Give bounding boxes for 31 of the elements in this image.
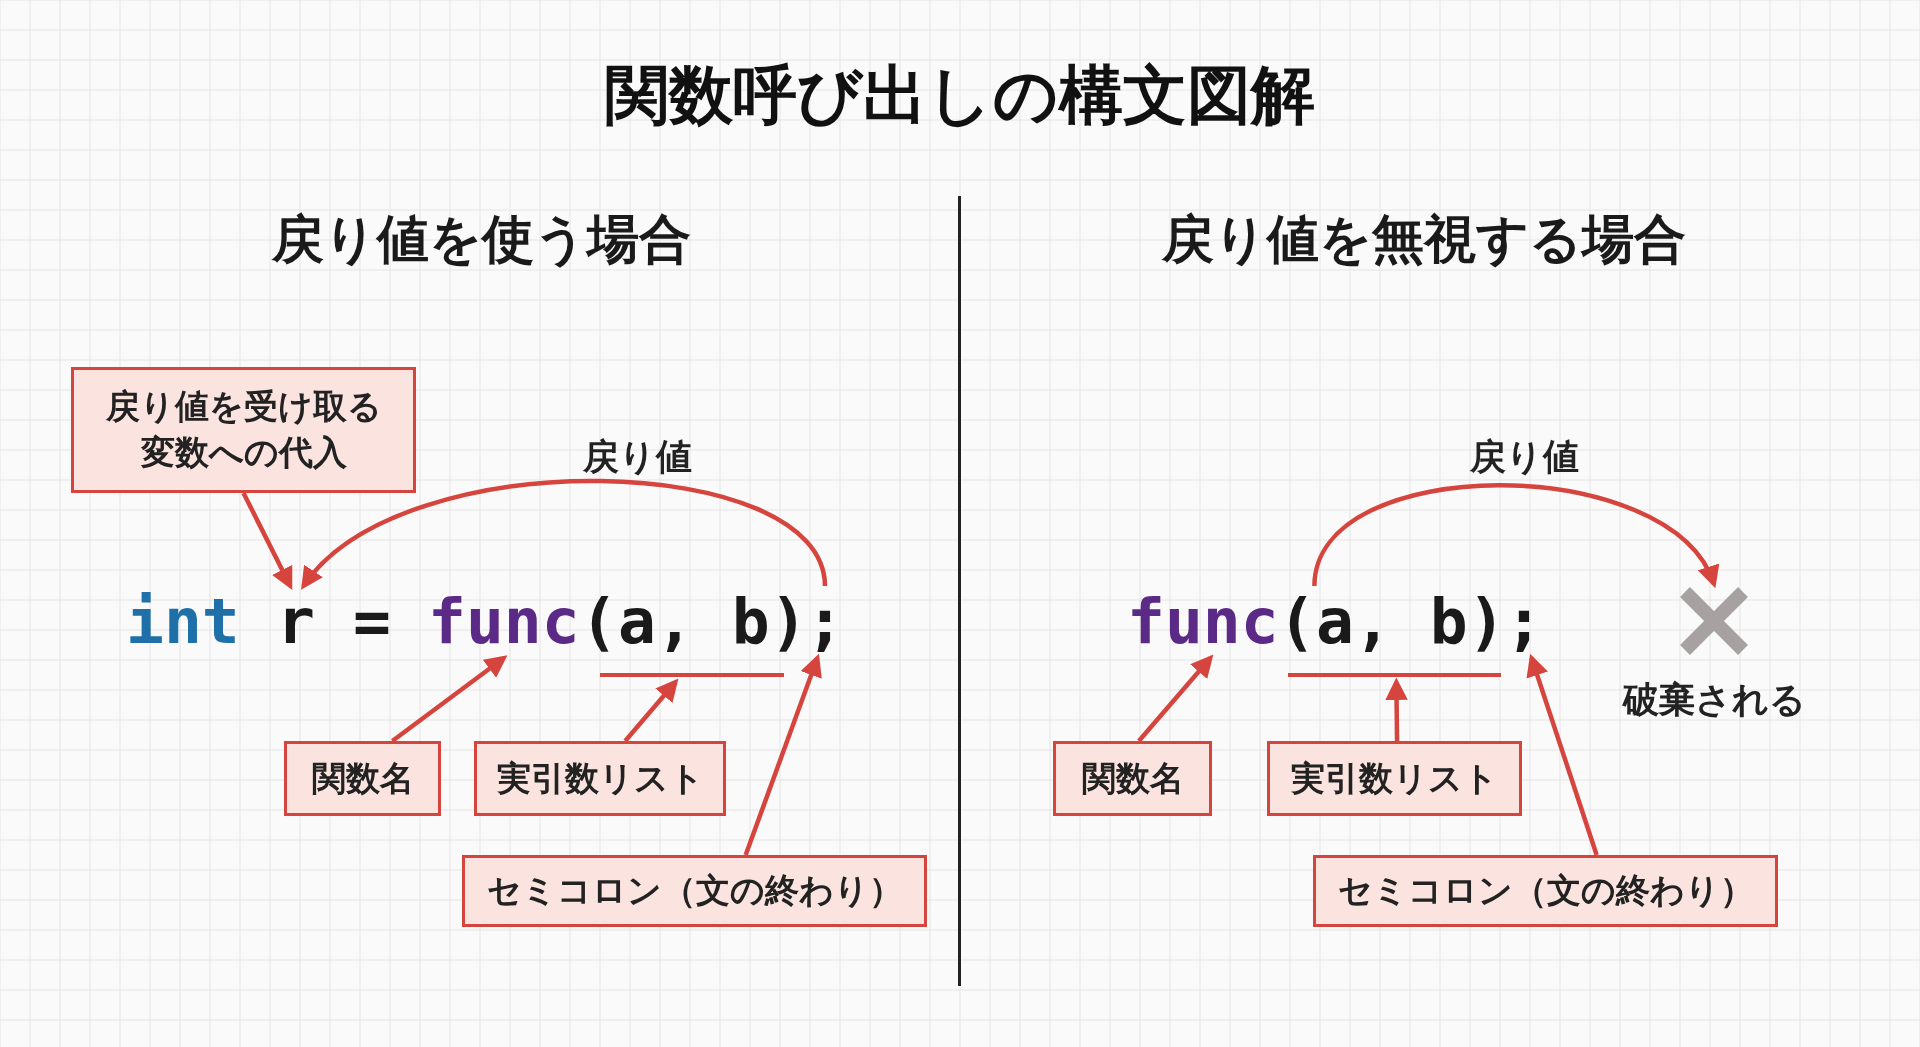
arrow: [743, 653, 822, 856]
callout-box: 関数名: [284, 741, 441, 816]
callout-box: セミコロン（文の終わり）: [462, 855, 927, 927]
code-text: int: [126, 586, 240, 658]
code-text: ;: [1505, 586, 1543, 658]
node-label: 破棄される: [1621, 678, 1807, 722]
arrow: [1385, 677, 1408, 742]
code-text: (a, b): [1278, 586, 1506, 658]
callout-box: 関数名: [1053, 741, 1212, 816]
subtitle: 戻り値を使う場合: [270, 208, 692, 271]
callout-box: 実引数リスト: [474, 741, 726, 816]
title: 関数呼び出しの構文図解: [604, 57, 1316, 134]
code-text: =: [353, 586, 391, 658]
code-text: (a, b): [580, 586, 808, 658]
arrow: [623, 678, 679, 743]
arrow: [241, 492, 293, 590]
arrow: [1137, 654, 1214, 743]
edge-label: 戻り値: [581, 435, 693, 479]
curved-arrow: [1312, 483, 1717, 588]
code-text: func: [428, 586, 580, 658]
callout-box: セミコロン（文の終わり）: [1313, 855, 1778, 927]
subtitle: 戻り値を無視する場合: [1160, 208, 1687, 271]
callout-box: 戻り値を受け取る変数への代入: [71, 367, 416, 493]
arrow: [391, 655, 508, 743]
code-text: func: [1127, 586, 1279, 658]
code-text: ;: [806, 586, 844, 658]
edge-label: 戻り値: [1468, 435, 1580, 479]
curved-arrow: [300, 478, 828, 590]
arrow: [1526, 653, 1599, 856]
callout-box: 実引数リスト: [1267, 741, 1522, 816]
code-text: r: [277, 586, 315, 658]
